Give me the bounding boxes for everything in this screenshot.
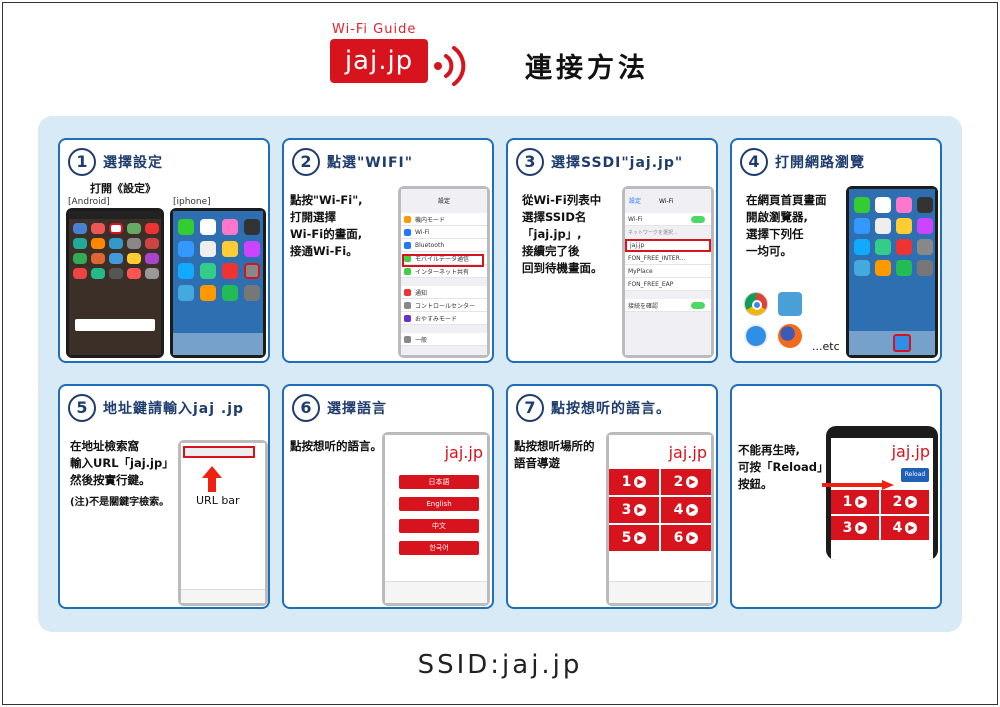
step-number: 7 bbox=[516, 394, 544, 422]
iphone-phone bbox=[170, 208, 266, 358]
step-note: (注)不是關鍵字檢索。 bbox=[70, 497, 170, 508]
lang-button-korean[interactable]: 한국어 bbox=[399, 541, 479, 555]
step-desc: 不能再生時,可按「Reload」按鈕。 bbox=[738, 443, 829, 491]
safari-icon bbox=[744, 324, 768, 348]
step-desc: 在地址檢索窩輸入URL「jaj.jp」然後按實行鍵。 bbox=[70, 439, 174, 487]
up-arrow-icon bbox=[202, 466, 222, 492]
step-card-7: 7 點按想听的語言。 點按想听場所的語音導遊 jaj.jp 1▶ 2▶ 3▶ 4… bbox=[506, 384, 718, 609]
firefox-icon bbox=[778, 324, 802, 348]
step-card-3: 3 選擇SSDI"jaj.jp" 從Wi-Fi列表中選擇SSID名「jaj.jp… bbox=[506, 138, 718, 363]
etc-label: ...etc bbox=[812, 340, 840, 353]
right-arrow-icon bbox=[822, 480, 894, 490]
network-item[interactable]: FON_FREE_INTER... bbox=[625, 252, 711, 265]
spot-button[interactable]: 5▶ bbox=[609, 525, 659, 551]
step-card-6: 6 選擇語言 點按想听的語言。 jaj.jp 日本語 English 中文 한국… bbox=[282, 384, 494, 609]
wifi-signal-icon bbox=[434, 46, 466, 86]
step-desc: 在網頁首頁畫面開啟瀏覽器,選擇下列任一均可。 bbox=[746, 193, 827, 258]
step-number: 1 bbox=[68, 148, 96, 176]
step-header: 4 打開網路瀏覽 bbox=[740, 148, 865, 176]
reload-phone: jaj.jp Reload 1▶ 2▶ 3▶ 4▶ bbox=[826, 426, 938, 560]
step-desc: 點按想听的語言。 bbox=[290, 439, 382, 453]
step-title: 選擇設定 bbox=[103, 155, 163, 171]
spot-button[interactable]: 1▶ bbox=[831, 490, 879, 514]
step-header: 3 選擇SSDI"jaj.jp" bbox=[516, 148, 683, 176]
step-title: 點選"WIFI" bbox=[327, 155, 414, 171]
step-number: 5 bbox=[68, 394, 96, 422]
reload-button[interactable]: Reload bbox=[901, 468, 929, 482]
logo-subtitle: Wi-Fi Guide bbox=[332, 22, 417, 37]
step-header: 7 點按想听的語言。 bbox=[516, 394, 671, 422]
step-title: 選擇語言 bbox=[327, 401, 387, 417]
ssid-footer: SSID:jaj.jp bbox=[417, 650, 583, 680]
lang-button-english[interactable]: English bbox=[399, 497, 479, 511]
spot-grid-phone: jaj.jp 1▶ 2▶ 3▶ 4▶ 5▶ 6▶ bbox=[606, 432, 714, 606]
globe-browser-icon bbox=[778, 292, 802, 316]
step-title: 選擇SSDI"jaj.jp" bbox=[551, 155, 684, 171]
spot-button[interactable]: 1▶ bbox=[609, 469, 659, 495]
lang-button-chinese[interactable]: 中文 bbox=[399, 519, 479, 533]
url-bar-input[interactable] bbox=[183, 446, 255, 458]
android-label: [Android] bbox=[68, 197, 110, 207]
network-item[interactable]: FON_FREE_EAP bbox=[625, 278, 711, 291]
step-number: 2 bbox=[292, 148, 320, 176]
step-desc: 點按想听場所的語音導遊 bbox=[514, 439, 595, 470]
step-card-4: 4 打開網路瀏覽 在網頁首頁畫面開啟瀏覽器,選擇下列任一均可。 ...etc bbox=[730, 138, 942, 363]
step-header: 1 選擇設定 bbox=[68, 148, 163, 176]
site-logo: jaj.jp bbox=[891, 442, 930, 461]
step-title: 點按想听的語言。 bbox=[551, 401, 671, 417]
step-header: 6 選擇語言 bbox=[292, 394, 387, 422]
browser-phone bbox=[178, 440, 268, 606]
url-bar-label: URL bar bbox=[196, 494, 240, 507]
chrome-icon bbox=[744, 292, 768, 316]
spot-button[interactable]: 6▶ bbox=[661, 525, 711, 551]
network-jaj-jp[interactable]: jaj.jp bbox=[625, 239, 711, 252]
network-item[interactable]: MyPlace bbox=[625, 265, 711, 278]
home-screen-phone bbox=[846, 186, 938, 358]
page-title: 連接方法 bbox=[525, 53, 649, 84]
step-card-reload: 不能再生時,可按「Reload」按鈕。 jaj.jp Reload 1▶ 2▶ … bbox=[730, 384, 942, 609]
site-logo: jaj.jp bbox=[668, 443, 707, 462]
android-phone bbox=[66, 208, 164, 358]
steps-panel: 1 選擇設定 打開《設定》 [Android] [iphone] bbox=[38, 116, 962, 632]
spot-button[interactable]: 3▶ bbox=[831, 516, 879, 540]
wifi-row-highlight bbox=[402, 254, 484, 267]
lang-button-japanese[interactable]: 日本語 bbox=[399, 475, 479, 489]
iphone-label: [iphone] bbox=[173, 197, 211, 207]
spot-button[interactable]: 3▶ bbox=[609, 497, 659, 523]
step-title: 地址鍵請輸入jaj .jp bbox=[103, 401, 245, 417]
step-number: 4 bbox=[740, 148, 768, 176]
step-header: 2 點選"WIFI" bbox=[292, 148, 413, 176]
step-title: 打開網路瀏覽 bbox=[775, 155, 865, 171]
step-number: 3 bbox=[516, 148, 544, 176]
language-phone: jaj.jp 日本語 English 中文 한국어 bbox=[382, 432, 490, 606]
step-card-1: 1 選擇設定 打開《設定》 [Android] [iphone] bbox=[58, 138, 270, 363]
logo-wordmark: jaj.jp bbox=[330, 39, 428, 83]
site-logo: jaj.jp bbox=[444, 443, 483, 462]
spot-button[interactable]: 4▶ bbox=[881, 516, 929, 540]
step-desc: 打開《設定》 bbox=[90, 182, 156, 195]
settings-phone: 設定 機内モード Wi-Fi Bluetooth モバイルデータ通信 インターネ… bbox=[398, 186, 490, 358]
spot-button[interactable]: 2▶ bbox=[661, 469, 711, 495]
logo: Wi-Fi Guide jaj.jp bbox=[330, 22, 466, 86]
spot-button[interactable]: 2▶ bbox=[881, 490, 929, 514]
step-number: 6 bbox=[292, 394, 320, 422]
step-card-5: 5 地址鍵請輸入jaj .jp 在地址檢索窩輸入URL「jaj.jp」然後按實行… bbox=[58, 384, 270, 609]
step-desc: 從Wi-Fi列表中選擇SSID名「jaj.jp」,接續完了後回到待機畫面。 bbox=[522, 193, 603, 275]
step-header: 5 地址鍵請輸入jaj .jp bbox=[68, 394, 244, 422]
spot-button[interactable]: 4▶ bbox=[661, 497, 711, 523]
